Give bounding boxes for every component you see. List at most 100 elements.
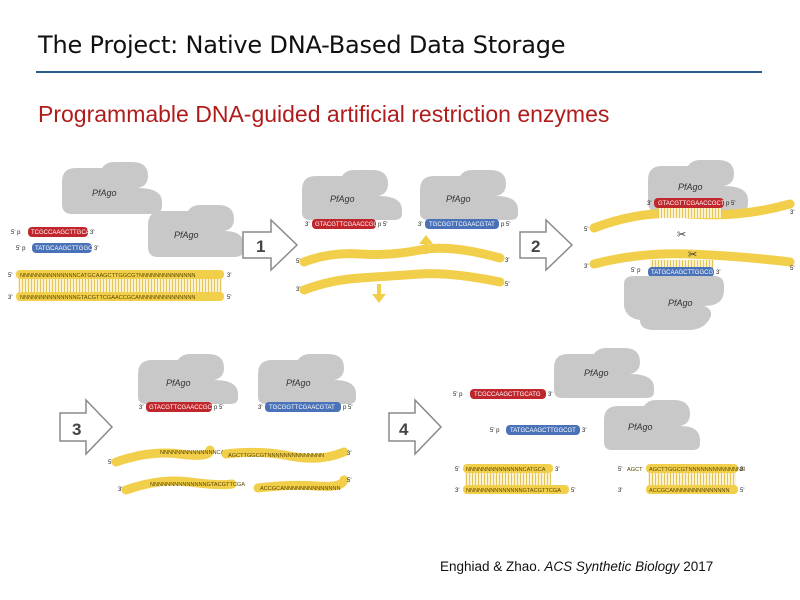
pfago-label: PfAgo	[446, 194, 471, 204]
pfago-protein: PfAgo	[624, 276, 724, 330]
product-left-bottom-sequence: NNNNNNNNNNNNNNGTACGTTCGA	[466, 488, 561, 494]
dna-3prime-end: 3'	[555, 467, 559, 473]
dna-5prime-end: 5'	[455, 467, 459, 473]
dna-3prime-end: 3'	[8, 295, 12, 301]
red-guide-sequence: TCGCCAAGCTTGCATG	[474, 392, 541, 398]
product-right-bottom-strand	[646, 485, 738, 494]
blue-guide-sequence: TATGCAAGCTTGGCGT	[651, 270, 717, 276]
dna-5prime-end: 5'	[296, 259, 300, 265]
guide-3prime-end: 3'	[716, 270, 720, 276]
dna-3prime-end: 3'	[455, 488, 459, 494]
separated-bottom-strand	[299, 269, 505, 295]
guide-5prime-end: 5' p	[631, 268, 641, 274]
page-title: The Project: Native DNA-Based Data Stora…	[38, 31, 566, 59]
panel-c-cleavage: PfAgo 3' GTACGTTCGAACCGCT p 5' 5' 3' ✂ 3…	[584, 160, 795, 330]
red-guide-dna	[146, 402, 212, 412]
product-left-top-strand	[463, 464, 553, 473]
pfago-label: PfAgo	[678, 182, 703, 192]
step-4-label: 4	[399, 420, 409, 439]
pfago-label: PfAgo	[628, 422, 653, 432]
step-2-arrow: 2	[519, 218, 574, 272]
fragment-top-right-sequence: AGCTTGGCGTNNNNNNNNNNNNNN	[228, 453, 324, 459]
guide-5prime-end: 5' p	[490, 428, 500, 434]
target-dna-top-sequence: NNNNNNNNNNNNNNCATGCAAGCTTGGCGTNNNNNNNNNN…	[20, 273, 195, 279]
guide-5prime-end: p 5'	[501, 222, 511, 228]
pfago-label: PfAgo	[584, 368, 609, 378]
guide-3prime-end: 3'	[94, 246, 98, 252]
guide-3prime-end: 3'	[548, 392, 552, 398]
dna-3prime-end: 3'	[296, 287, 300, 293]
cleaved-bottom-strand	[589, 249, 795, 269]
red-guide-sequence: GTACGTTCGAACCGCT	[658, 201, 725, 207]
guide-5prime-end: p 5'	[726, 201, 736, 207]
product-left-bottom-strand	[463, 485, 569, 494]
guide-3prime-end: 3'	[305, 222, 309, 228]
pfago-label: PfAgo	[286, 378, 311, 388]
dna-3prime-end: 3'	[740, 467, 744, 473]
slide-subtitle: Programmable DNA-guided artificial restr…	[38, 101, 610, 127]
red-guide-dna	[28, 227, 88, 237]
step-1-label: 1	[256, 237, 265, 256]
step-1-arrow: 1	[242, 218, 299, 272]
dna-5prime-end: 5'	[790, 266, 794, 272]
blue-guide-sequence: TATGCAAGCTTGGCGT	[35, 246, 101, 252]
blue-guide-dna	[265, 402, 341, 412]
step-3-arrow: 3	[59, 398, 114, 456]
panel-e-products: PfAgo PfAgo 5' p TCGCCAAGCTTGCATG 3' 5' …	[453, 348, 745, 494]
dna-5prime-end: 5'	[618, 467, 622, 473]
step-2-label: 2	[531, 237, 540, 256]
product-right-bottom-sequence: ACCGCANNNNNNNNNNNNNN	[649, 488, 730, 494]
guide-3prime-end: 3'	[258, 405, 262, 411]
blue-guide-sequence: TGCGGTTCGAACGTAT	[269, 405, 335, 411]
target-dna-bottom-sequence: NNNNNNNNNNNNNNGTACGTTCGAACCGCANNNNNNNNNN…	[20, 295, 195, 301]
dna-3prime-end: 3'	[118, 487, 122, 493]
separation-up-arrow	[419, 235, 433, 254]
pfago-label: PfAgo	[330, 194, 355, 204]
pfago-protein: PfAgo	[420, 170, 518, 220]
target-dna-top-strand	[16, 270, 224, 279]
red-guide-sequence: GTACGTTCGAACCGCT	[315, 222, 382, 228]
guide-5prime-end: p 5'	[214, 405, 224, 411]
pfago-protein: PfAgo	[302, 170, 402, 220]
guide-3prime-end: 3'	[418, 222, 422, 228]
red-guide-sequence: TCGCCAAGCTTGCATG	[31, 230, 98, 236]
dna-5prime-end: 5'	[571, 488, 575, 494]
panel-b-binding: PfAgo PfAgo 3' GTACGTTCGAACCGCT p 5' 3' …	[296, 170, 518, 303]
title-divider	[36, 71, 762, 73]
fragment-bottom-right	[253, 475, 349, 493]
guide-5prime-end: 5' p	[453, 392, 463, 398]
panel-a-initial: PfAgo PfAgo 5' p TCGCCAAGCTTGCATG 3' 5' …	[8, 162, 244, 301]
scissors-icon: ✂	[677, 229, 686, 241]
separation-down-arrow	[372, 284, 386, 303]
base-pair-ladder	[648, 473, 736, 485]
guide-3prime-end: 3'	[647, 201, 651, 207]
fragment-bottom-left	[121, 476, 237, 495]
dna-5prime-end: 5'	[227, 295, 231, 301]
dna-3prime-end: 3'	[505, 258, 509, 264]
pfago-label: PfAgo	[166, 378, 191, 388]
guide-5prime-end: p 5'	[378, 222, 388, 228]
fragment-bottom-left-sequence: NNNNNNNNNNNNNNGTACGTTCGA	[150, 482, 245, 488]
base-pair-ladder	[465, 473, 551, 485]
dna-3prime-end: 3'	[227, 273, 231, 279]
pfago-label: PfAgo	[668, 298, 693, 308]
blue-guide-sequence: TGCGGTTCGAACGTAT	[429, 222, 495, 228]
guide-target-pairing	[650, 260, 714, 268]
dna-5prime-end: 5'	[740, 488, 744, 494]
citation-journal: ACS Synthetic Biology	[544, 559, 680, 574]
step-3-label: 3	[72, 420, 81, 439]
blue-guide-dna	[425, 219, 499, 229]
red-guide-dna	[312, 219, 376, 229]
dna-5prime-end: 5'	[584, 227, 588, 233]
product-right-top-strand	[646, 464, 738, 473]
product-left-top-sequence: NNNNNNNNNNNNNNCATGCA	[466, 467, 546, 473]
blue-guide-sequence: TATGCAAGCTTGGCGT	[510, 428, 576, 434]
citation-year: 2017	[683, 559, 714, 574]
pfago-protein: PfAgo	[554, 348, 654, 398]
guide-3prime-end: 3'	[582, 428, 586, 434]
blue-guide-dna	[32, 243, 92, 253]
pfago-protein: PfAgo	[62, 162, 162, 214]
fragment-top-left-sequence: NNNNNNNNNNNNNNCATGCA	[160, 450, 240, 456]
citation-authors: Enghiad & Zhao.	[440, 559, 541, 574]
guide-5prime-end: 5' p	[11, 230, 21, 236]
